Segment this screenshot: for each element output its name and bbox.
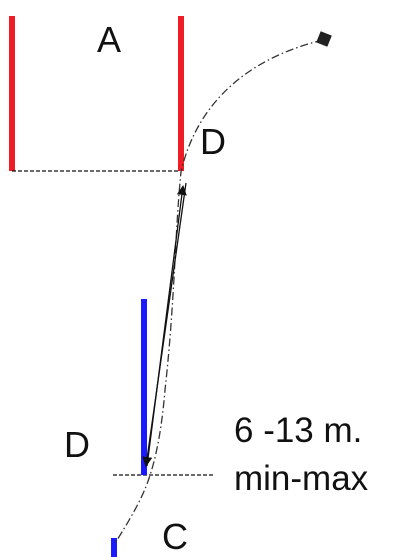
zone-d-bottom-label: D xyxy=(64,424,90,465)
trajectory-end-marker xyxy=(316,31,332,47)
zone-d-top-label: D xyxy=(200,121,226,162)
distance-arrow-up xyxy=(146,185,187,467)
distance-note-label: min-max xyxy=(234,459,369,498)
distance-range-label: 6 -13 m. xyxy=(234,411,363,450)
zone-c-label: C xyxy=(162,516,188,557)
trajectory-dashdot-curve xyxy=(113,39,324,546)
zone-a-label: A xyxy=(97,19,122,60)
